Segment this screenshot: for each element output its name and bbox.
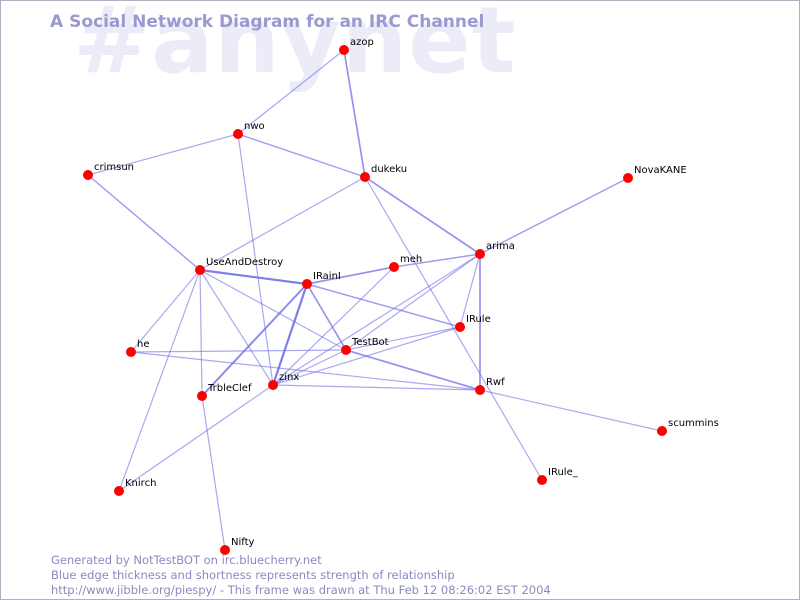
- edge-zinx-Knirch: [118, 384, 274, 492]
- edge-Rwf-scummins: [479, 389, 663, 432]
- node-label: Rwf: [486, 377, 505, 388]
- node-crimsun: crimsun: [83, 162, 134, 180]
- node-dot: [114, 486, 124, 496]
- edge-layer: [87, 49, 663, 551]
- node-label: scummins: [668, 418, 719, 429]
- node-dot: [475, 249, 485, 259]
- edge-azop-nwo: [237, 49, 345, 135]
- node-label: Knirch: [125, 478, 156, 489]
- node-dot: [268, 380, 278, 390]
- node-dot: [197, 391, 207, 401]
- footer-generated-by: Generated by NotTestBOT on irc.bluecherr…: [51, 553, 322, 567]
- edge-IRainI-meh: [306, 266, 395, 285]
- edge-UseAndDestroy-TrbleClef: [199, 269, 203, 397]
- node-arima: arima: [475, 241, 515, 259]
- node-dot: [233, 129, 243, 139]
- footer-info: Generated by NotTestBOT on irc.bluecherr…: [51, 553, 551, 598]
- node-label: zinx: [279, 372, 299, 383]
- edge-dukeku-arima: [364, 176, 481, 255]
- node-dot: [360, 172, 370, 182]
- node-label: crimsun: [94, 162, 134, 173]
- node-TestBot: TestBot: [341, 337, 389, 355]
- edge-TestBot-zinx: [272, 349, 347, 386]
- node-dot: [455, 322, 465, 332]
- node-Nifty: Nifty: [220, 537, 255, 555]
- edge-meh-zinx: [272, 266, 395, 386]
- node-layer: azop nwo crimsun dukeku NovaKANE arimaUseAndD…: [83, 37, 719, 555]
- node-dot: [623, 173, 633, 183]
- edge-nwo-dukeku: [237, 133, 366, 178]
- node-dot: [657, 426, 667, 436]
- node-label: nwo: [244, 121, 265, 132]
- node-label: dukeku: [371, 164, 407, 175]
- edge-UseAndDestroy-zinx: [199, 269, 274, 386]
- node-dot: [389, 262, 399, 272]
- node-NovaKANE: NovaKANE: [623, 165, 687, 183]
- edge-he-Rwf: [130, 351, 481, 391]
- node-dot: [302, 279, 312, 289]
- edge-zinx-Rwf: [272, 384, 481, 391]
- edge-dukeku-UseAndDestroy: [199, 176, 366, 271]
- node-dot: [341, 345, 351, 355]
- edge-nwo-zinx: [237, 133, 274, 386]
- footer-url-timestamp: http://www.jibble.org/piespy/ - This fra…: [51, 583, 551, 597]
- node-label: azop: [350, 37, 374, 48]
- node-he: he: [126, 339, 150, 357]
- node-label: IRule_: [548, 467, 579, 478]
- edge-UseAndDestroy-he: [130, 269, 201, 353]
- node-label: he: [137, 339, 150, 350]
- edge-arima-meh: [393, 253, 481, 268]
- edge-TrbleClef-Nifty: [201, 395, 226, 551]
- edge-UseAndDestroy-Knirch: [118, 269, 201, 492]
- edge-TestBot-Rwf: [345, 349, 481, 391]
- node-azop: azop: [339, 37, 374, 55]
- edge-NovaKANE-arima: [479, 177, 629, 255]
- edge-crimsun-UseAndDestroy: [87, 174, 201, 271]
- node-IRainI: IRainI: [302, 271, 341, 289]
- node-label: Nifty: [231, 537, 255, 548]
- node-Rwf: Rwf: [475, 377, 505, 395]
- edge-arima-IRule: [459, 253, 481, 328]
- edge-IRainI-IRule: [306, 283, 461, 328]
- node-dot: [537, 475, 547, 485]
- node-IRule: IRule: [455, 314, 491, 332]
- edge-azop-dukeku: [343, 49, 366, 178]
- edge-arima-zinx: [272, 253, 481, 386]
- footer-legend: Blue edge thickness and shortness repres…: [51, 568, 455, 582]
- node-dot: [339, 45, 349, 55]
- node-scummins: scummins: [657, 418, 719, 436]
- node-meh: meh: [389, 254, 422, 272]
- edge-UseAndDestroy-IRainI: [198, 268, 309, 286]
- edge-IRainI-TestBot: [306, 283, 347, 351]
- node-label: NovaKANE: [634, 165, 687, 176]
- node-dukeku: dukeku: [360, 164, 407, 182]
- node-label: IRule: [466, 314, 491, 325]
- node-UseAndDestroy: UseAndDestroy: [195, 257, 283, 275]
- node-Knirch: Knirch: [114, 478, 156, 496]
- node-label: TestBot: [351, 337, 389, 348]
- node-dot: [83, 170, 93, 180]
- node-label: IRainI: [313, 271, 341, 282]
- node-nwo: nwo: [233, 121, 265, 139]
- node-TrbleClef: TrbleClef: [197, 383, 252, 401]
- page-title: A Social Network Diagram for an IRC Chan…: [50, 12, 485, 32]
- edge-arima-TestBot: [345, 253, 481, 351]
- node-dot: [475, 385, 485, 395]
- node-dot: [220, 545, 230, 555]
- node-zinx: zinx: [268, 372, 299, 390]
- node-label: meh: [400, 254, 422, 265]
- node-IRule_: IRule_: [537, 467, 579, 485]
- node-dot: [195, 265, 205, 275]
- edge-IRule-TestBot: [345, 326, 461, 351]
- edge-nwo-crimsun: [87, 133, 239, 176]
- edge-UseAndDestroy-TestBot: [199, 269, 347, 351]
- node-label: TrbleClef: [207, 383, 252, 394]
- node-label: arima: [486, 241, 515, 252]
- node-dot: [126, 347, 136, 357]
- edge-TestBot-he: [130, 349, 347, 353]
- edge-IRainI-TrbleClef: [201, 283, 308, 397]
- node-label: UseAndDestroy: [206, 257, 283, 268]
